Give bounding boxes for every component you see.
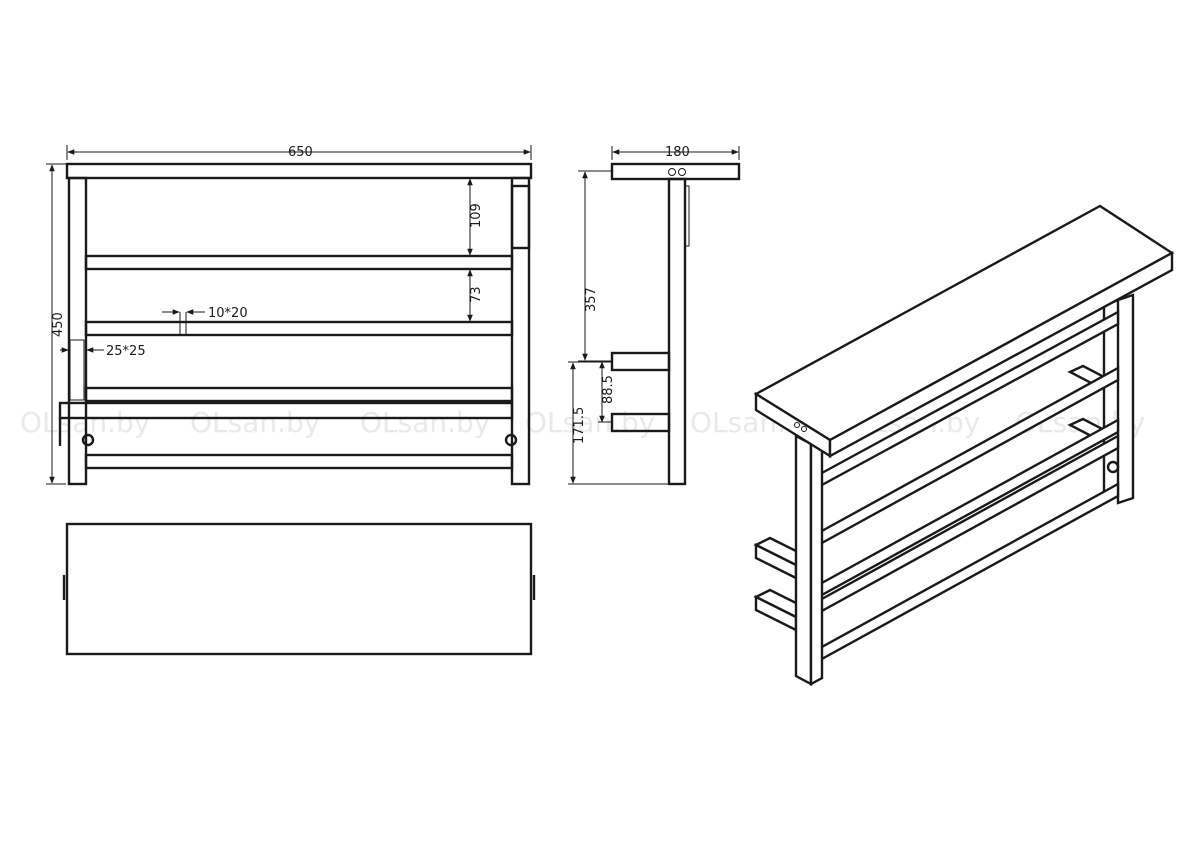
front-shelf-top bbox=[65, 162, 533, 180]
side-post bbox=[667, 177, 687, 486]
iso-right-post bbox=[1116, 293, 1135, 505]
dim-post-section-label: 25*25 bbox=[106, 344, 146, 359]
front-bar-3 bbox=[84, 386, 514, 403]
front-bar-5 bbox=[84, 453, 514, 470]
dim-gap-mid-label: 73 bbox=[469, 286, 484, 303]
front-bar-1 bbox=[84, 254, 514, 271]
dim-height-label: 450 bbox=[51, 312, 66, 337]
isometric-view bbox=[753, 204, 1175, 687]
iso-cable-gland bbox=[1106, 460, 1120, 474]
watermark-text: OLsan.by bbox=[190, 406, 320, 439]
front-bar-2 bbox=[84, 320, 514, 337]
front-connector-box bbox=[510, 184, 531, 250]
dim-side-height-label: 357 bbox=[584, 287, 599, 312]
side-screw bbox=[668, 168, 676, 176]
watermark-text: OLsan.by bbox=[360, 406, 490, 439]
front-cable-gland bbox=[504, 433, 518, 447]
front-cable-gland bbox=[81, 433, 95, 447]
iso-screw bbox=[801, 426, 807, 432]
iso-shelf-side-edge bbox=[828, 250, 1174, 459]
dim-depth-label: 180 bbox=[665, 145, 690, 160]
side-post-box bbox=[684, 185, 690, 247]
dim-bracket-spacing-label: 88.5 bbox=[601, 375, 616, 404]
top-view bbox=[62, 522, 536, 656]
front-bar-4 bbox=[58, 401, 514, 420]
side-screw bbox=[678, 168, 686, 176]
watermark-text: OLsan.by bbox=[525, 406, 655, 439]
dim-bracket-height-label: 171.5 bbox=[572, 407, 587, 444]
side-bracket-lower bbox=[610, 412, 671, 433]
iso-screw bbox=[794, 422, 800, 428]
dim-bar-section-label: 10*20 bbox=[208, 306, 248, 321]
iso-left-post-front bbox=[794, 434, 813, 686]
top-view-shelf bbox=[65, 522, 533, 656]
front-view: 650 450 109 73 10*20 25*25 bbox=[46, 145, 533, 486]
iso-left-post-side bbox=[809, 435, 824, 687]
side-view: 180 357 88.5 171.5 bbox=[568, 145, 741, 486]
front-post-detail bbox=[69, 339, 85, 401]
dim-gap-top-label: 109 bbox=[469, 203, 484, 228]
dim-width-label: 650 bbox=[288, 145, 313, 160]
side-bracket-upper bbox=[610, 351, 671, 372]
